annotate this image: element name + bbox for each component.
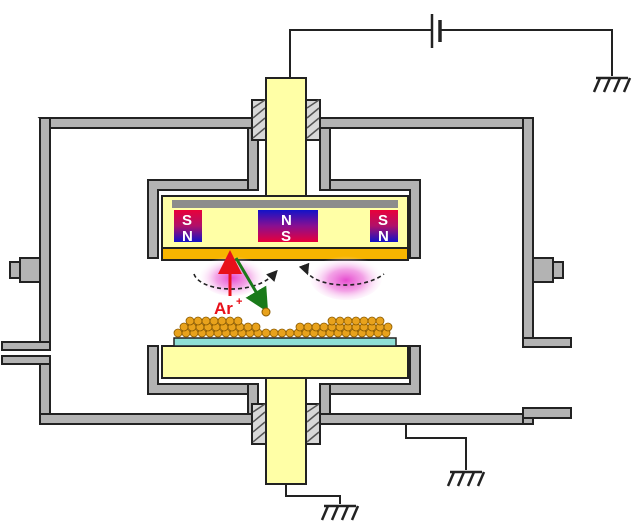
film-particle [277, 328, 287, 338]
cathode-shield [147, 127, 421, 259]
film-particle [225, 316, 235, 326]
film-particle [335, 316, 345, 326]
insulator-icon [251, 99, 321, 141]
ground-icon [320, 504, 360, 521]
sputtered-atom [261, 307, 271, 317]
film-particle [179, 322, 189, 332]
film-particle [261, 328, 271, 338]
insulator-icon [251, 403, 321, 445]
magnet-left-top-pole: S [182, 212, 192, 229]
magnet-right-top-pole: S [378, 212, 388, 229]
gas-inlet-port [1, 341, 51, 365]
film-particle [173, 328, 183, 338]
film-particle [367, 316, 377, 326]
magnet-center-top-pole: N [281, 212, 292, 229]
circuit-wiring [285, 29, 613, 504]
film-particle [375, 316, 385, 326]
magnet-center: N S [258, 210, 318, 245]
film-particle [217, 316, 227, 326]
insulator-icon [9, 257, 564, 283]
film-particle [303, 322, 313, 332]
magnetic-field-lines [193, 262, 385, 290]
pump-port [522, 337, 572, 419]
film-particle [319, 322, 329, 332]
magnet-right: S N [370, 210, 398, 245]
film-particle [295, 322, 305, 332]
film-particle [383, 322, 393, 332]
sputtered-atom-arrow [234, 257, 269, 313]
magnet-center-bottom-pole: S [281, 228, 291, 245]
ground-icon [592, 76, 632, 93]
magnet-right-bottom-pole: N [378, 228, 389, 245]
sputter-target [161, 247, 409, 261]
film-particle [251, 322, 261, 332]
substrate [173, 337, 397, 347]
cathode-rod [265, 77, 307, 197]
film-particle [359, 316, 369, 326]
ground-icon [446, 470, 486, 487]
film-particle [285, 328, 295, 338]
film-particle [201, 316, 211, 326]
ion-charge: + [236, 296, 242, 308]
substrate-holder [161, 345, 409, 379]
film-particle [351, 316, 361, 326]
film-particle [209, 316, 219, 326]
film-particle [269, 328, 279, 338]
film-particle [343, 316, 353, 326]
magnet-left-bottom-pole: N [182, 228, 193, 245]
film-particle [233, 316, 243, 326]
battery-icon [430, 14, 442, 48]
ion-label: Ar [214, 299, 233, 318]
plasma-glow-icon [310, 256, 382, 300]
magnet-left: S N [174, 210, 202, 245]
film-particle [185, 316, 195, 326]
film-particle [243, 322, 253, 332]
backing-plate [172, 200, 398, 208]
anode-shield [147, 345, 421, 415]
deposited-film [173, 316, 393, 338]
film-particle [327, 316, 337, 326]
anode-rod [265, 377, 307, 485]
film-particle [311, 322, 321, 332]
film-particle [193, 316, 203, 326]
